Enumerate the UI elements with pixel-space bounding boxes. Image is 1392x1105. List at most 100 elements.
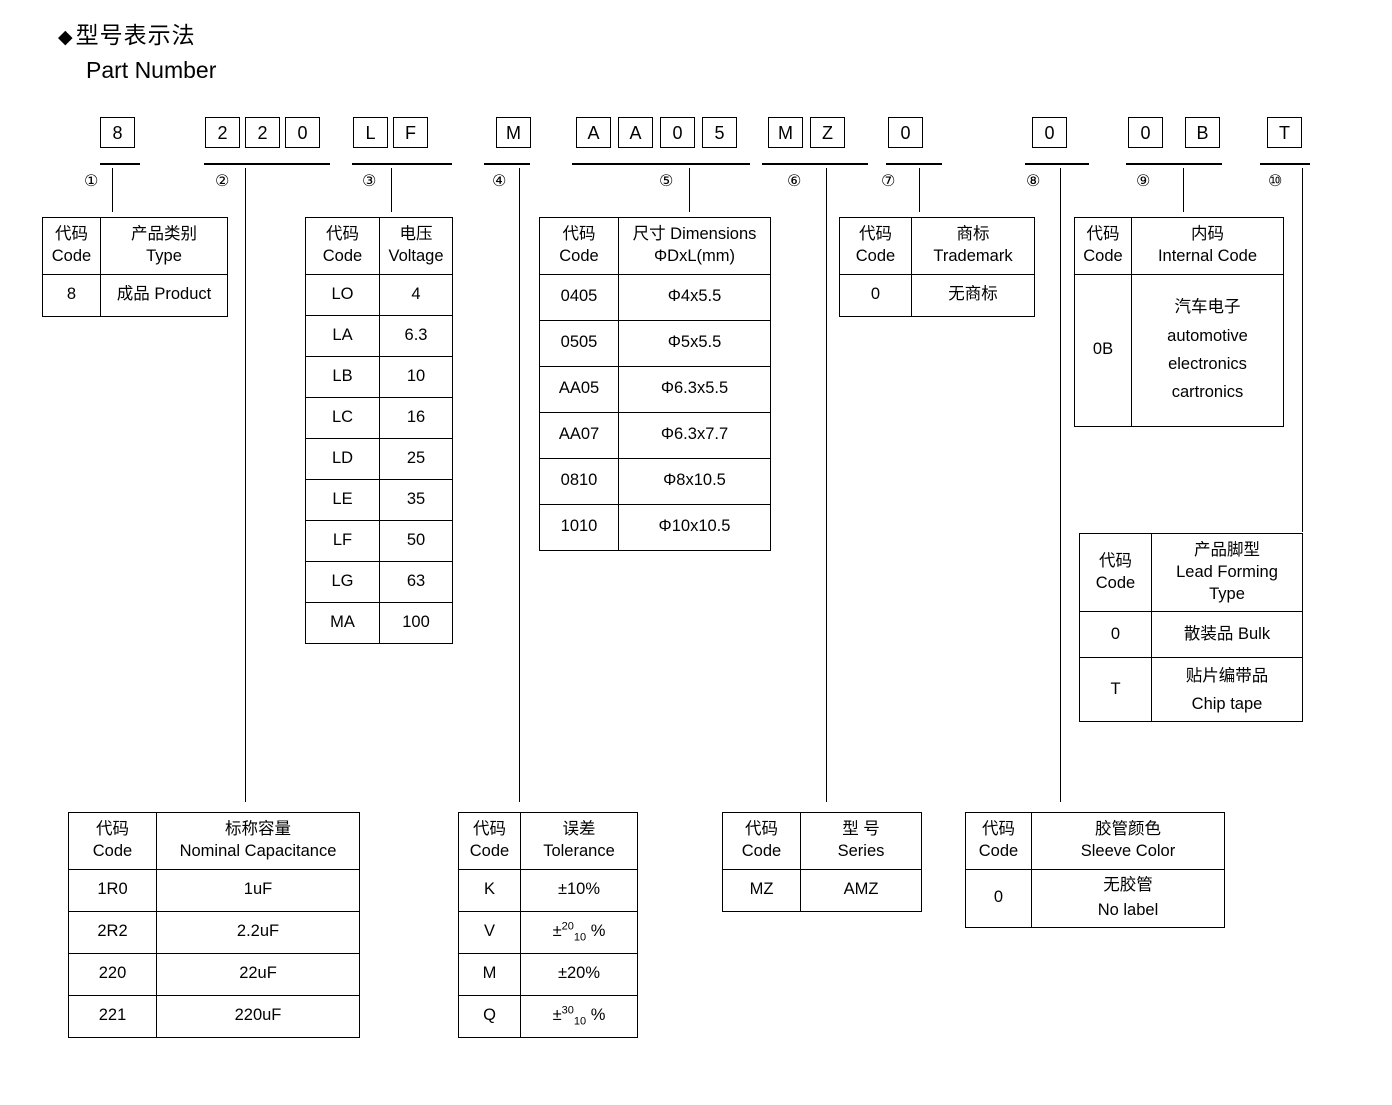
leader-line-2 [245,168,246,802]
cell-value: ±20% [520,952,638,996]
pn-char-box: 0 [1032,117,1067,148]
cell-code: LF [305,519,380,562]
group-bracket [762,163,868,165]
cell-value: 35 [379,478,453,521]
cell-code: 2R2 [68,910,157,954]
cell-value: 无胶管 No label [1031,868,1225,928]
cell-code: 1010 [539,503,619,551]
group-bracket [1260,163,1310,165]
cell-value: 16 [379,396,453,439]
cell-value: Φ5x5.5 [618,319,771,367]
header-value: 胶管颜色 Sleeve Color [1031,812,1225,870]
table-sleeve-color: 代码 Code 胶管颜色 Sleeve Color 0 无胶管 No label [965,812,1225,928]
cell-value: Φ6.3x5.5 [618,365,771,413]
table-row: 0 无商标 [839,273,1035,317]
group-bracket [1025,163,1089,165]
cell-value: 成品 Product [100,273,228,317]
header-value: 标称容量 Nominal Capacitance [156,812,360,870]
table-row-header: 代码 Code 标称容量 Nominal Capacitance [68,812,360,870]
cell-code: 0 [839,273,912,317]
cell-code: 8 [42,273,101,317]
leader-line-9 [1183,168,1184,212]
cell-code: 1R0 [68,868,157,912]
cell-value: Φ8x10.5 [618,457,771,505]
cell-value: 50 [379,519,453,562]
pn-char-box: 0 [1128,117,1163,148]
table-row: 0B 汽车电子 automotive electronics cartronic… [1074,273,1284,427]
group-bracket [100,163,140,165]
cell-code: LB [305,355,380,398]
header-code: 代码 Code [68,812,157,870]
pn-char-box: 0 [285,117,320,148]
cell-value: 6.3 [379,314,453,357]
table-internal-code: 代码 Code 内码 Internal Code 0B 汽车电子 automot… [1074,217,1284,427]
header-code: 代码 Code [305,217,380,275]
cell-value: 2.2uF [156,910,360,954]
cell-value: 220uF [156,994,360,1038]
leader-line-8 [1060,168,1061,802]
table-row-header: 代码 Code 胶管颜色 Sleeve Color [965,812,1225,870]
cell-code: Q [458,994,521,1038]
pn-char-box: 2 [245,117,280,148]
table-row: 8 成品 Product [42,273,228,317]
cell-value: 无商标 [911,273,1035,317]
page-title-en: Part Number [86,57,217,83]
pn-char-box: L [353,117,388,148]
table-tolerance: 代码 Code 误差 Tolerance K ±10% V ±2010 % M … [458,812,638,1038]
cell-code: V [458,910,521,954]
table-row-header: 代码 Code 产品类别 Type [42,217,228,275]
group-marker-2: ② [215,173,230,190]
leader-line-7 [919,168,920,212]
table-row: V ±2010 % [458,910,638,954]
table-trademark: 代码 Code 商标 Trademark 0 无商标 [839,217,1035,317]
group-marker-1: ① [84,173,99,190]
cell-value: 63 [379,560,453,603]
header-value: 尺寸 Dimensions ΦDxL(mm) [618,217,771,275]
cell-code: LC [305,396,380,439]
table-row: T 贴片编带品 Chip tape [1079,657,1303,723]
pn-char-box: 8 [100,117,135,148]
pn-char-box: T [1267,117,1302,148]
cell-value: AMZ [800,868,922,912]
table-series: 代码 Code 型 号 Series MZ AMZ [722,812,922,912]
pn-char-box: A [576,117,611,148]
group-marker-6: ⑥ [787,173,802,190]
table-row-header: 代码 Code 内码 Internal Code [1074,217,1284,275]
group-bracket [484,163,530,165]
cell-value: Φ6.3x7.7 [618,411,771,459]
cell-code: 221 [68,994,157,1038]
group-bracket [886,163,942,165]
header-value: 型 号 Series [800,812,922,870]
cell-code: LE [305,478,380,521]
table-row: MZ AMZ [722,868,922,912]
cell-value: 100 [379,601,453,644]
pn-char-box: M [768,117,803,148]
table-row-header: 代码 Code 误差 Tolerance [458,812,638,870]
group-marker-9: ⑨ [1136,173,1151,190]
table-lead-forming-type: 代码 Code 产品脚型 Lead Forming Type 0 散装品 Bul… [1079,532,1303,723]
cell-code: 0 [1079,611,1152,659]
cell-value: 22uF [156,952,360,996]
table-row-header: 代码 Code 电压 Voltage [305,217,453,275]
pn-char-box: 2 [205,117,240,148]
header-value: 产品类别 Type [100,217,228,275]
cell-value: 贴片编带品 Chip tape [1151,657,1303,723]
header-value: 商标 Trademark [911,217,1035,275]
pn-char-box: 0 [888,117,923,148]
cell-code: 0810 [539,457,619,505]
